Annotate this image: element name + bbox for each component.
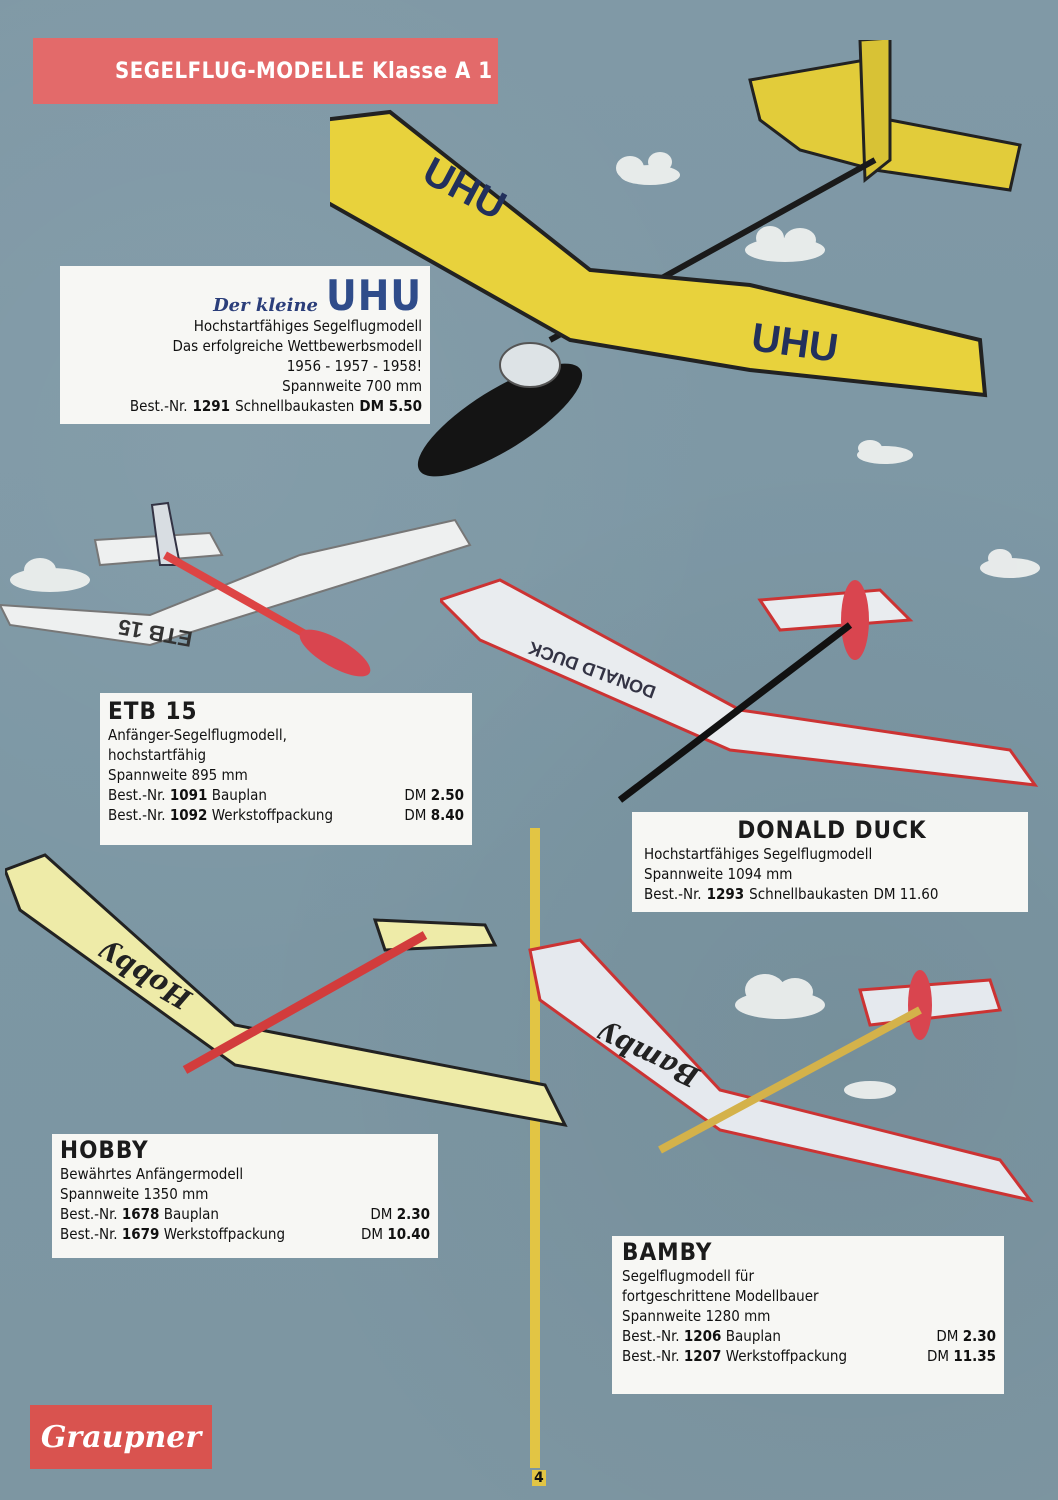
hobby-order-row-2: Best.-Nr. 1679 Werkstoffpackung DM 10.40 bbox=[60, 1224, 430, 1244]
hobby-order-2-num: 1679 bbox=[121, 1225, 160, 1243]
uhu-line-4: Spannweite 700 mm bbox=[282, 377, 422, 395]
hobby-order-1-prefix: Best.-Nr. bbox=[60, 1205, 118, 1223]
graupner-logo: Graupner bbox=[30, 1405, 212, 1469]
uhu-line-2: Das erfolgreiche Wettbewerbsmodell bbox=[172, 337, 422, 355]
donald-line-1: Hochstartfähiges Segelflugmodell bbox=[644, 845, 873, 863]
uhu-line-1: Hochstartfähiges Segelflugmodell bbox=[193, 317, 422, 335]
etb15-order-2-num: 1092 bbox=[169, 806, 208, 824]
etb15-order-2-cur: DM bbox=[404, 806, 427, 824]
hobby-order-row-1: Best.-Nr. 1678 Bauplan DM 2.30 bbox=[60, 1204, 430, 1224]
hobby-order-1-num: 1678 bbox=[121, 1205, 160, 1223]
bamby-order-1-cur: DM bbox=[936, 1327, 959, 1345]
hobby-order-1-item: Bauplan bbox=[163, 1205, 219, 1223]
etb15-plane-image: ETB 15 bbox=[0, 501, 472, 677]
page-header: SEGELFLUG-MODELLE Klasse A 1 bbox=[33, 38, 498, 104]
cloud-5 bbox=[980, 549, 1040, 578]
cloud-6 bbox=[735, 974, 825, 1019]
hobby-line-1: Bewährtes Anfängermodell bbox=[60, 1165, 244, 1183]
etb15-order-row-2: Best.-Nr. 1092 Werkstoffpackung DM 8.40 bbox=[108, 805, 464, 825]
bamby-order-1-num: 1206 bbox=[683, 1327, 722, 1345]
bamby-line-3: Spannweite 1280 mm bbox=[622, 1307, 771, 1325]
etb15-order-2-item: Werkstoffpackung bbox=[211, 806, 334, 824]
donald-order-prefix: Best.-Nr. bbox=[644, 885, 702, 903]
uhu-order-price: DM 5.50 bbox=[359, 397, 422, 415]
etb15-label: ETB 15 Anfänger-Segelflugmodell, hochsta… bbox=[100, 693, 472, 845]
cloud-7 bbox=[844, 1081, 896, 1099]
etb15-order-row-1: Best.-Nr. 1091 Bauplan DM 2.50 bbox=[108, 785, 464, 805]
bamby-order-row-1: Best.-Nr. 1206 Bauplan DM 2.30 bbox=[622, 1326, 996, 1346]
bamby-order-1-price: 2.30 bbox=[962, 1327, 996, 1345]
uhu-order-num: 1291 bbox=[192, 397, 231, 415]
donald-duck-title: DONALD DUCK bbox=[737, 816, 927, 844]
etb15-order-1-prefix: Best.-Nr. bbox=[108, 786, 166, 804]
donald-order-price: DM 11.60 bbox=[873, 885, 939, 903]
donald-duck-label: DONALD DUCK Hochstartfähiges Segelflugmo… bbox=[632, 812, 1028, 912]
etb15-title: ETB 15 bbox=[108, 697, 198, 725]
donald-line-2: Spannweite 1094 mm bbox=[644, 865, 793, 883]
hobby-title: HOBBY bbox=[60, 1136, 149, 1164]
uhu-logo: Der kleine UHU bbox=[70, 271, 422, 320]
uhu-order-item: Schnellbaukasten bbox=[235, 397, 355, 415]
hobby-label: HOBBY Bewährtes Anfängermodell Spannweit… bbox=[52, 1134, 438, 1258]
donald-duck-plane-image: DONALD DUCK bbox=[440, 578, 1039, 803]
bamby-order-2-item: Werkstoffpackung bbox=[725, 1347, 848, 1365]
etb15-order-2-prefix: Best.-Nr. bbox=[108, 806, 166, 824]
page-number: 4 bbox=[532, 1470, 546, 1486]
donald-order-row: Best.-Nr. 1293 Schnellbaukasten DM 11.60 bbox=[644, 884, 1020, 904]
bamby-line-1: Segelflugmodell für bbox=[622, 1267, 755, 1285]
hobby-line-2: Spannweite 1350 mm bbox=[60, 1185, 209, 1203]
bamby-title: BAMBY bbox=[622, 1238, 713, 1266]
bamby-order-row-2: Best.-Nr. 1207 Werkstoffpackung DM 11.35 bbox=[622, 1346, 996, 1366]
bamby-order-2-num: 1207 bbox=[683, 1347, 722, 1365]
bamby-label: BAMBY Segelflugmodell für fortgeschritte… bbox=[612, 1236, 1004, 1394]
uhu-order-row: Best.-Nr. 1291 Schnellbaukasten DM 5.50 bbox=[70, 396, 422, 416]
bamby-order-2-cur: DM bbox=[926, 1347, 950, 1365]
bamby-order-2-prefix: Best.-Nr. bbox=[622, 1347, 680, 1365]
bamby-order-1-prefix: Best.-Nr. bbox=[622, 1327, 680, 1345]
etb15-line-2: hochstartfähig bbox=[108, 746, 207, 764]
bamby-plane-image: Bamby bbox=[528, 938, 1034, 1203]
cloud-1 bbox=[616, 152, 680, 185]
etb15-order-1-price: 2.50 bbox=[430, 786, 464, 804]
hobby-order-1-cur: DM bbox=[370, 1205, 393, 1223]
donald-order-item: Schnellbaukasten bbox=[749, 885, 869, 903]
cloud-2 bbox=[745, 226, 825, 262]
hobby-plane-image: Hobby bbox=[5, 853, 568, 1128]
etb15-order-2-price: 8.40 bbox=[430, 806, 464, 824]
uhu-line-3: 1956 - 1957 - 1958! bbox=[286, 357, 422, 375]
uhu-order-prefix: Best.-Nr. bbox=[129, 397, 188, 415]
uhu-logo-main: UHU bbox=[326, 271, 422, 320]
uhu-label: Der kleine UHU Hochstartfähiges Segelflu… bbox=[60, 266, 430, 424]
bamby-line-2: fortgeschrittene Modellbauer bbox=[622, 1287, 819, 1305]
hobby-order-2-prefix: Best.-Nr. bbox=[60, 1225, 118, 1243]
etb15-order-1-num: 1091 bbox=[169, 786, 208, 804]
uhu-plane-image: UHU UHU bbox=[330, 40, 1022, 477]
uhu-logo-prefix: Der kleine bbox=[213, 295, 319, 316]
cloud-4 bbox=[857, 440, 913, 464]
hobby-order-2-cur: DM bbox=[360, 1225, 384, 1243]
donald-order-num: 1293 bbox=[706, 885, 745, 903]
etb15-order-1-cur: DM bbox=[404, 786, 427, 804]
cloud-3 bbox=[10, 558, 90, 592]
hobby-order-1-price: 2.30 bbox=[396, 1205, 430, 1223]
hobby-order-2-price: 10.40 bbox=[387, 1225, 430, 1243]
graupner-logo-text: Graupner bbox=[40, 1419, 202, 1455]
header-title: SEGELFLUG-MODELLE Klasse A 1 bbox=[115, 58, 493, 84]
divider-line bbox=[530, 828, 540, 1468]
etb15-line-3: Spannweite 895 mm bbox=[108, 766, 248, 784]
hobby-order-2-item: Werkstoffpackung bbox=[163, 1225, 286, 1243]
bamby-order-1-item: Bauplan bbox=[725, 1327, 781, 1345]
etb15-line-1: Anfänger-Segelflugmodell, bbox=[108, 726, 287, 744]
etb15-order-1-item: Bauplan bbox=[211, 786, 267, 804]
bamby-order-2-price: 11.35 bbox=[953, 1347, 996, 1365]
